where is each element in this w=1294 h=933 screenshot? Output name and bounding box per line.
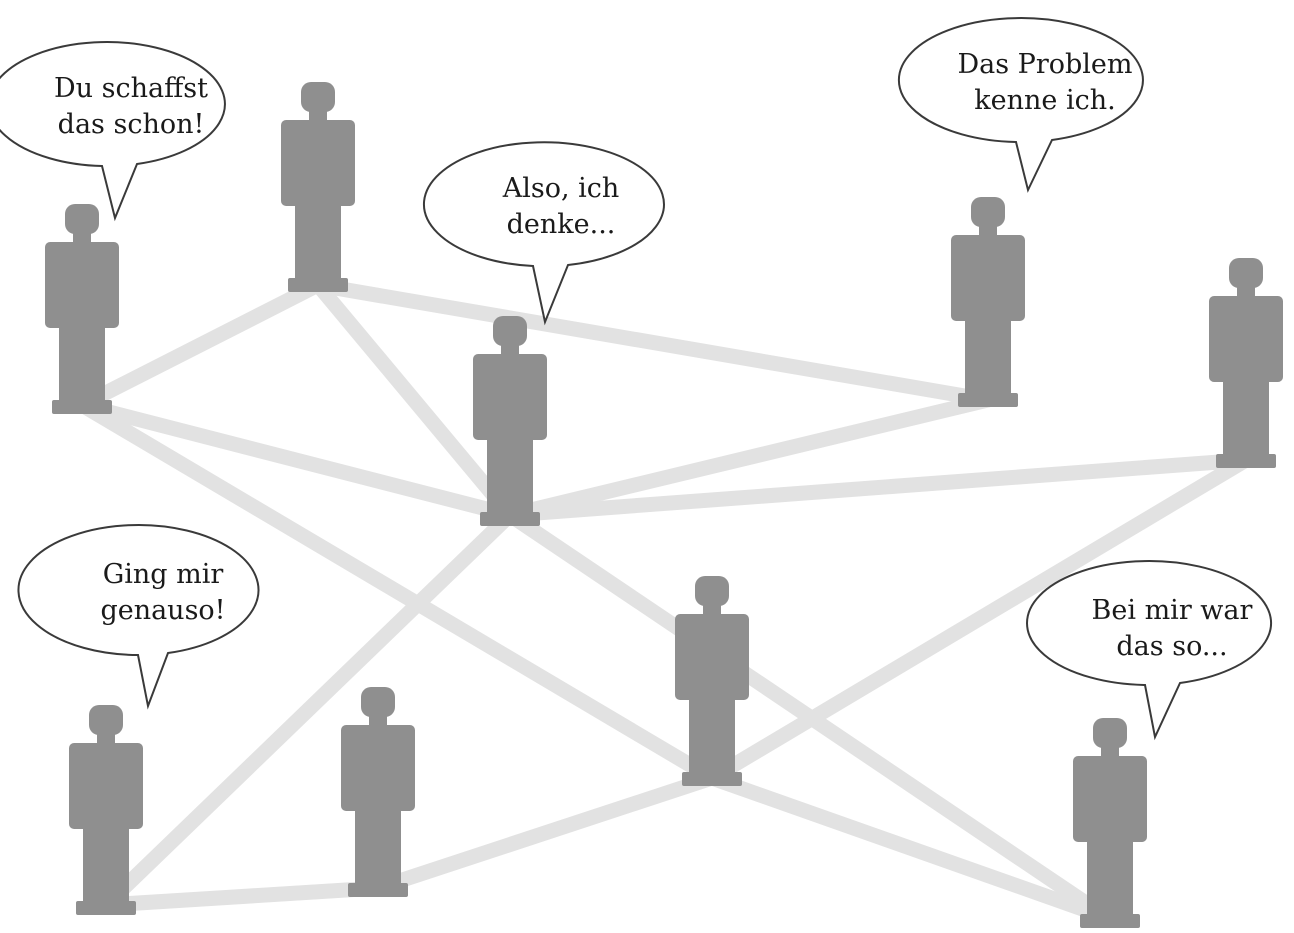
connection-line	[74, 397, 720, 786]
connection-line	[704, 452, 1254, 786]
person-icon	[1209, 258, 1283, 468]
bubble-text-line: Ging mir	[103, 559, 224, 590]
person-icon	[341, 687, 415, 897]
connections	[74, 277, 1254, 926]
connection-line	[310, 277, 518, 523]
connection-line	[502, 392, 996, 523]
bubble-text-line: kenne ich.	[974, 85, 1115, 116]
bubble-text-line: Also, ich	[502, 173, 620, 204]
connection-line	[370, 770, 720, 896]
bubble-text-line: das so...	[1116, 631, 1227, 662]
speech-bubble-du-schaffst: Du schaffst das schon!	[0, 41, 226, 222]
bubble-text-line: Du schaffst	[54, 73, 208, 104]
person-icon	[951, 197, 1025, 407]
bubble-text-line: Bei mir war	[1092, 595, 1253, 626]
speech-bubble-das-problem: Das Problem kenne ich.	[897, 17, 1144, 193]
connection-line	[502, 452, 1254, 523]
speech-bubble-ging-mir: Ging mir genauso!	[17, 524, 260, 710]
connection-line	[74, 277, 326, 413]
person-icon	[45, 204, 119, 414]
connection-line	[98, 880, 386, 913]
bubble-text-line: das schon!	[58, 109, 205, 140]
speech-bubble-also-ich-denke: Also, ich denke...	[423, 141, 665, 326]
person-icon	[281, 82, 355, 292]
connection-line	[704, 770, 1116, 926]
bubble-text-line: genauso!	[100, 595, 225, 626]
bubble-text-line: denke...	[507, 209, 616, 240]
bubble-text-line: Das Problem	[957, 49, 1132, 80]
speech-bubble-bei-mir: Bei mir war das so...	[1026, 560, 1272, 741]
connection-line	[74, 397, 518, 523]
connection-line	[310, 277, 996, 408]
connection-line	[98, 507, 518, 913]
